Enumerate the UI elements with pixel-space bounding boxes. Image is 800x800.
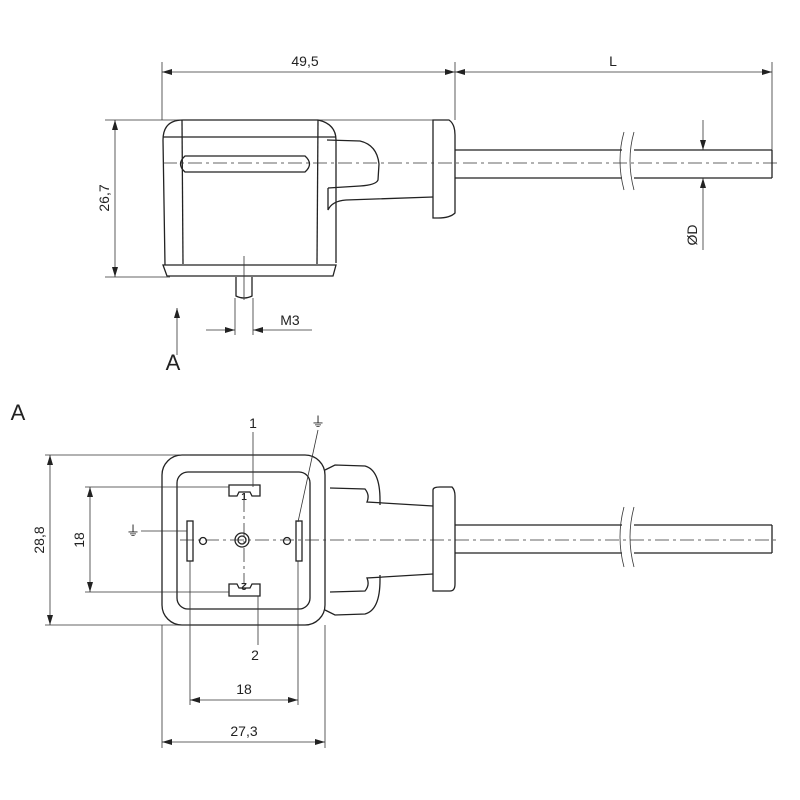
dim-cable-length: L	[609, 53, 617, 69]
front-dimensions: 28,8 18 18 27,3	[31, 454, 326, 748]
dim-thread: M3	[280, 312, 300, 328]
pin-leaders: 1 2 ⏚ ⏚	[126, 414, 325, 663]
cable-front	[455, 506, 773, 568]
ground-symbol-right-icon: ⏚	[311, 414, 325, 430]
pin-2-slot	[228, 583, 261, 597]
dim-pin-spacing-vertical: 18	[71, 532, 87, 548]
side-view: 49,5 L 26,7 M3	[96, 53, 780, 375]
pin-1-marking: 1	[241, 492, 247, 503]
ground-symbol-left-icon: ⏚	[126, 523, 140, 539]
front-view: A 1 2	[11, 400, 780, 748]
pin-1-slot	[228, 484, 261, 497]
view-title: A	[11, 400, 26, 425]
dim-side-height: 26,7	[96, 184, 112, 211]
pin-m3: M3	[206, 256, 312, 335]
dim-pin-spacing-horizontal: 18	[236, 681, 252, 697]
pin-1-label: 1	[249, 415, 257, 431]
screw-left-icon	[198, 536, 208, 546]
view-arrow-label: A	[166, 350, 181, 375]
dimension-cable-diameter: ØD	[684, 120, 706, 250]
dimension-49-5: 49,5 L	[161, 53, 773, 150]
ground-contact-left	[186, 520, 194, 562]
connector-body-side	[162, 119, 780, 277]
cable-side	[455, 131, 773, 191]
dim-front-height: 28,8	[31, 526, 47, 553]
dim-front-width: 27,3	[230, 723, 257, 739]
screw-right-icon	[282, 536, 292, 546]
dim-cable-diameter: ØD	[684, 225, 700, 246]
pin-2-marking: 2	[241, 580, 247, 591]
connector-strain-relief	[324, 464, 456, 616]
connector-face: 1 2	[161, 454, 780, 626]
pin-2-label: 2	[251, 647, 259, 663]
ground-contact-right	[295, 520, 303, 562]
dim-body-length: 49,5	[291, 53, 318, 69]
